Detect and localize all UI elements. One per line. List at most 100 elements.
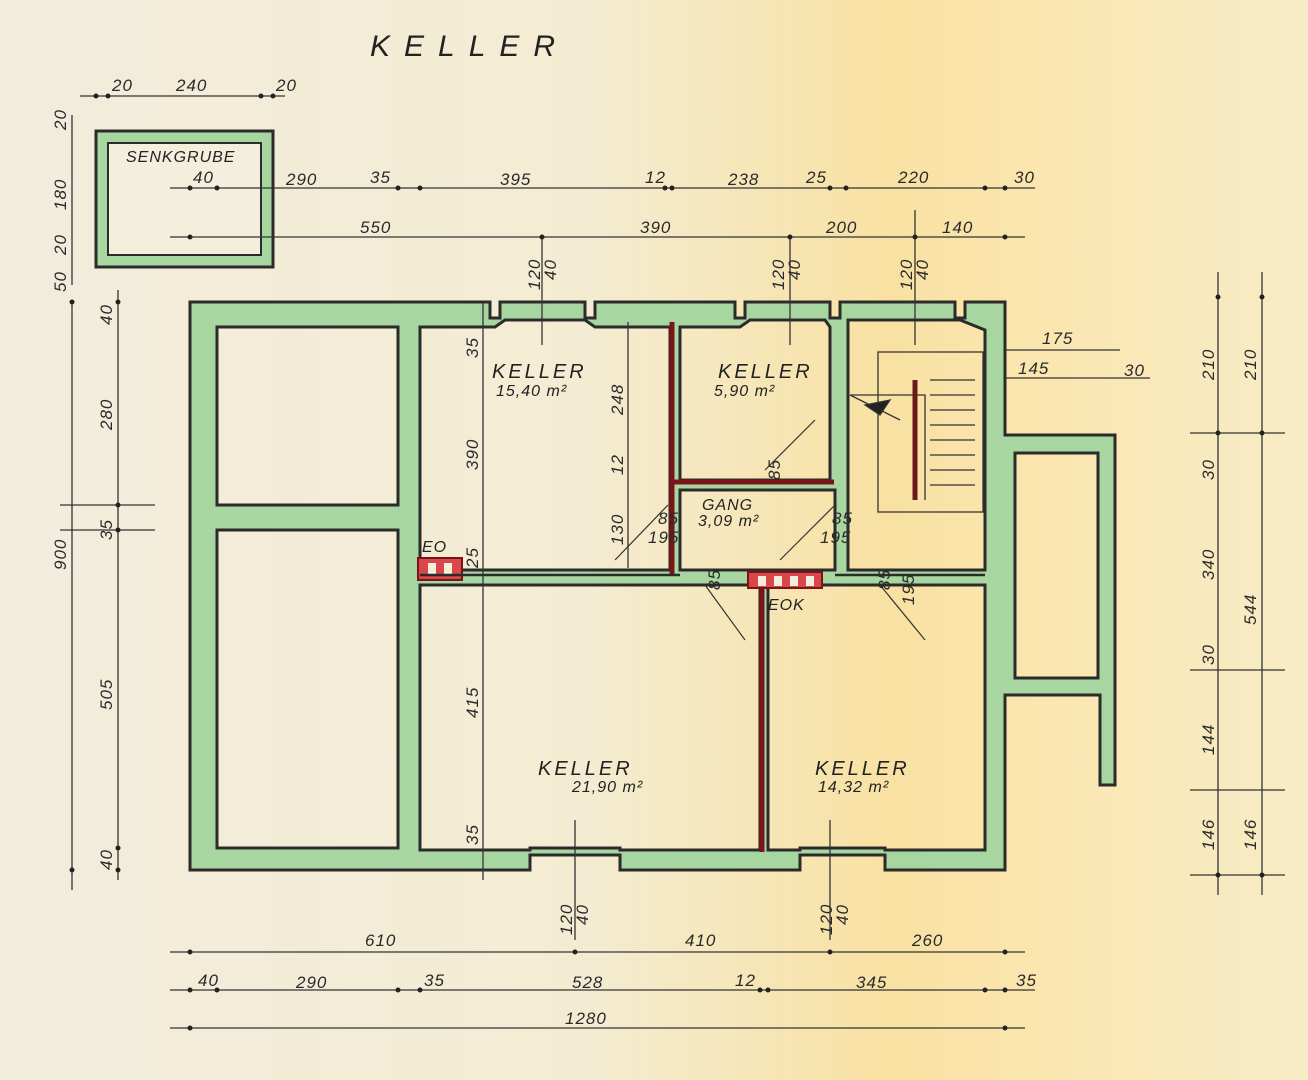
- dims-doors: 85 195 85 195 85 85 195 85: [648, 459, 918, 605]
- dim-text: 85: [705, 569, 724, 590]
- dim-text: 30: [1199, 644, 1218, 665]
- dims-interior: 35 390 248 12 130 25 415 35: [463, 337, 627, 845]
- dim-text: 248: [608, 384, 627, 416]
- dim-text: 395: [500, 170, 531, 189]
- door-swings: [614, 419, 926, 641]
- dim-text: 238: [727, 170, 759, 189]
- dim-text: 20: [111, 76, 133, 95]
- dim-text: 120: [525, 259, 544, 290]
- dim-text: 290: [295, 973, 327, 992]
- dim-text: 35: [97, 519, 116, 540]
- eo-label: EO: [422, 539, 447, 556]
- room-keller-1: KELLER 15,40 m²: [492, 361, 587, 400]
- dim-text: 35: [1016, 971, 1037, 990]
- dim-text: 144: [1199, 724, 1218, 755]
- dim-text: 175: [1042, 329, 1073, 348]
- dim-text: 35: [424, 971, 445, 990]
- dims-stair: 175 145 30: [1018, 329, 1145, 380]
- room-area: 15,40 m²: [496, 383, 567, 400]
- senkgrube-label: SENKGRUBE: [126, 149, 235, 166]
- dim-text: 25: [805, 168, 827, 187]
- dims-top-3: 550 390 200 140: [360, 218, 973, 237]
- dim-text: 120: [897, 259, 916, 290]
- dim-text: 210: [1199, 349, 1218, 381]
- dim-text: 85: [875, 569, 894, 590]
- dim-text: 410: [685, 931, 716, 950]
- dim-text: 85: [832, 509, 853, 528]
- dim-text: 40: [913, 259, 932, 280]
- dim-text: 200: [825, 218, 857, 237]
- dim-text: 415: [463, 687, 482, 718]
- room-area: 21,90 m²: [571, 779, 643, 796]
- dim-text: 146: [1241, 819, 1260, 850]
- dim-text: 130: [608, 514, 627, 545]
- dim-left-total: 900: [51, 539, 70, 570]
- dim-text: 544: [1241, 594, 1260, 625]
- dims-top-1: 20 240 20: [111, 76, 297, 95]
- dim-text: 40: [97, 304, 116, 325]
- room-name: KELLER: [538, 758, 633, 780]
- dim-text: 12: [608, 454, 627, 475]
- dim-text: 120: [769, 259, 788, 290]
- dim-text: 220: [897, 168, 929, 187]
- dim-text: 85: [658, 509, 679, 528]
- dims-right-2: 210 544 146: [1241, 349, 1260, 850]
- dim-text: 30: [1199, 459, 1218, 480]
- dims-right-1: 210 30 340 30 144 146: [1199, 349, 1218, 850]
- dim-text: 280: [97, 399, 116, 431]
- dim-text: 550: [360, 218, 391, 237]
- senkgrube: SENKGRUBE: [94, 129, 275, 269]
- dim-text: 20: [51, 109, 70, 131]
- dim-text: 40: [541, 259, 560, 280]
- dim-text: 240: [175, 76, 207, 95]
- dim-bottom-total: 1280: [565, 1009, 607, 1028]
- dim-text: 20: [275, 76, 297, 95]
- dim-text: 290: [285, 170, 317, 189]
- tick-dots: [69, 93, 1265, 1031]
- dimension-lines: [60, 95, 1285, 1029]
- dim-text: 390: [640, 218, 671, 237]
- dim-text: 390: [463, 439, 482, 470]
- staircase: [849, 351, 984, 513]
- dim-text: 195: [648, 528, 679, 547]
- dim-text: 340: [1199, 549, 1218, 580]
- room-name: KELLER: [718, 361, 813, 383]
- plan-title: KELLER: [370, 30, 569, 63]
- dim-text: 25: [463, 547, 482, 569]
- dim-text: 505: [97, 679, 116, 710]
- dim-text: 260: [911, 931, 943, 950]
- dim-text: 140: [942, 218, 973, 237]
- dim-text: 35: [463, 337, 482, 358]
- room-keller-2: KELLER 5,90 m²: [714, 361, 813, 400]
- dim-text: 145: [1018, 359, 1049, 378]
- dims-left-senkgrube: 20 180 20 50: [51, 109, 70, 292]
- dim-text: 35: [463, 824, 482, 845]
- eok-label: EOK: [768, 597, 805, 614]
- dim-text: 35: [370, 168, 391, 187]
- dim-text: 146: [1199, 819, 1218, 850]
- room-area: 3,09 m²: [698, 513, 759, 530]
- dims-top-2: 40 290 35 395 12 238 25 220 30: [193, 168, 1035, 189]
- walls: [188, 300, 1117, 872]
- room-name: KELLER: [492, 361, 587, 383]
- dim-text: 40: [833, 904, 852, 925]
- dim-text: 180: [51, 179, 70, 210]
- dim-text: 40: [785, 259, 804, 280]
- room-keller-3: KELLER 21,90 m²: [538, 758, 643, 796]
- room-name: GANG: [702, 497, 753, 514]
- room-name: KELLER: [815, 758, 910, 780]
- dim-text: 50: [51, 271, 70, 292]
- chimney-eok: [747, 571, 823, 589]
- dim-text: 30: [1124, 361, 1145, 380]
- dim-text: 528: [572, 973, 603, 992]
- dims-bottom-1: 610 410 260: [365, 931, 943, 950]
- dim-text: 120: [817, 904, 836, 935]
- dim-text: 30: [1014, 168, 1035, 187]
- dim-text: 12: [645, 168, 666, 187]
- dim-text: 195: [899, 574, 918, 605]
- dims-windows: 120 40 120 40 120 40 120 40 120 40: [525, 259, 932, 935]
- dim-text: 210: [1241, 349, 1260, 381]
- dims-left: 40 280 35 505 40: [97, 304, 116, 870]
- dim-text: 40: [198, 971, 219, 990]
